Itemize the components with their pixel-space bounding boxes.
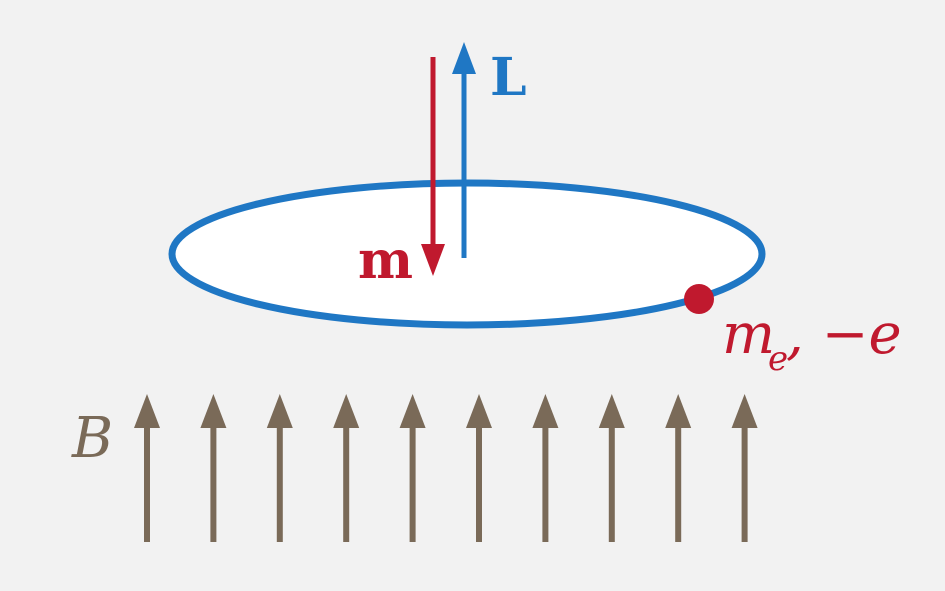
angular-momentum-arrow xyxy=(452,42,476,258)
field-arrow xyxy=(665,394,692,542)
electron-mass-subscript: e xyxy=(768,339,788,379)
electron-charge-label: , −e xyxy=(786,302,902,367)
magnetic-moment-label: m xyxy=(358,230,413,291)
field-arrow xyxy=(731,394,758,542)
magnetic-moment-arrow xyxy=(421,57,445,276)
field-arrow xyxy=(399,394,426,542)
electron-mass-label: m xyxy=(722,302,775,367)
field-arrow xyxy=(466,394,492,542)
field-arrow xyxy=(598,394,625,542)
electron-dot xyxy=(684,284,714,314)
field-arrow xyxy=(333,394,360,542)
angular-momentum-label: L xyxy=(490,47,527,108)
field-arrow xyxy=(200,394,227,542)
magnetic-field-label: B xyxy=(71,406,113,471)
field-arrow xyxy=(134,394,160,542)
field-arrow xyxy=(266,394,293,542)
electron-orbit xyxy=(168,179,766,329)
field-arrow xyxy=(532,394,559,542)
magnetic-field-arrows xyxy=(134,394,758,542)
